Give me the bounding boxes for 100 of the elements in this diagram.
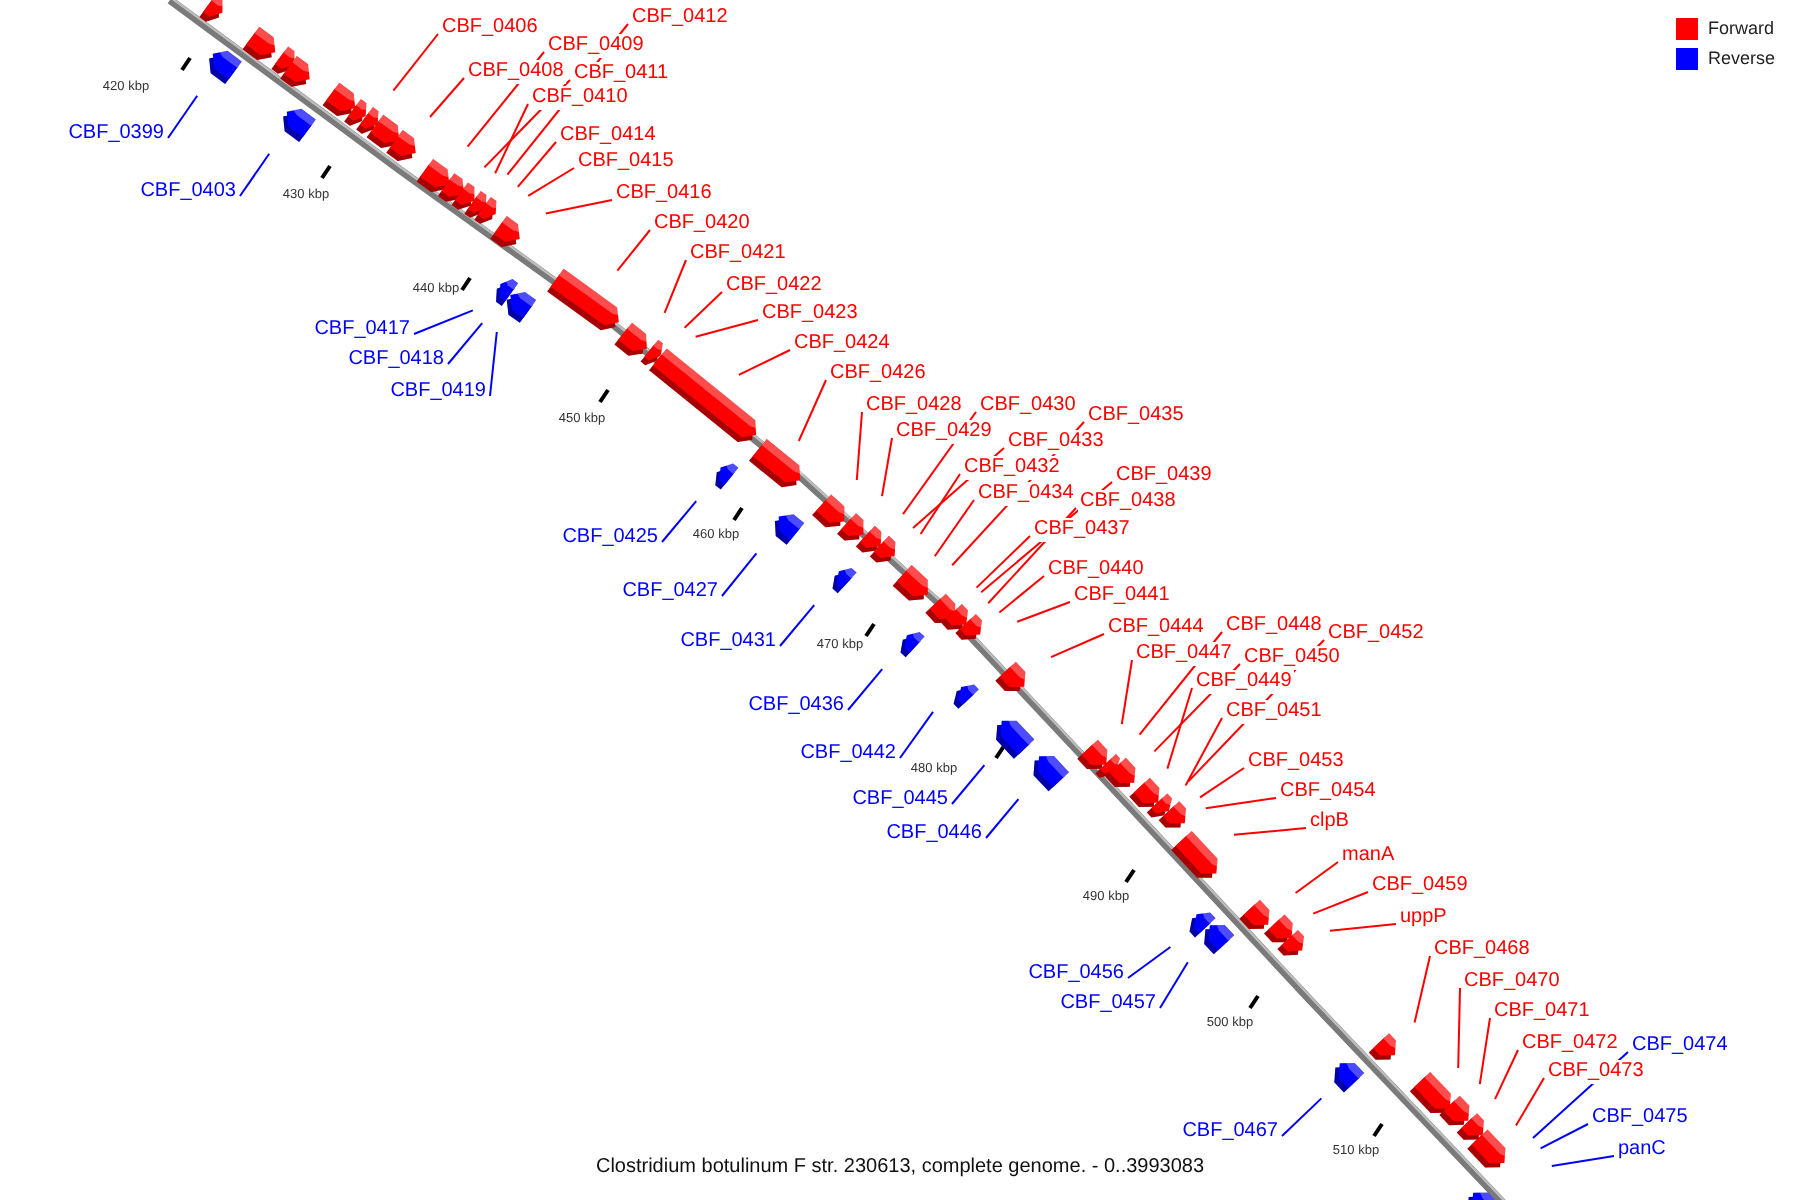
leader-line	[1204, 797, 1277, 810]
leader-line	[694, 319, 759, 338]
gene-label: CBF_0408	[466, 60, 566, 84]
gene-label: CBF_0428	[864, 394, 964, 418]
leader-line	[881, 437, 893, 498]
leader-line	[847, 668, 884, 711]
leader-line	[544, 199, 613, 215]
gene-label: CBF_0444	[1106, 616, 1206, 640]
leader-line	[683, 291, 723, 329]
leader-line	[1199, 767, 1245, 799]
leader-line	[413, 309, 474, 335]
gene-label: CBF_0473	[1546, 1060, 1646, 1084]
gene-label: clpB	[1308, 810, 1351, 834]
gene-label: CBF_0437	[1032, 518, 1132, 542]
gene-label: CBF_0434	[976, 482, 1076, 506]
gene-label: CBF_0474	[1630, 1034, 1730, 1058]
gene-label: CBF_0432	[962, 456, 1062, 480]
leader-line	[1120, 659, 1133, 726]
gene-label: CBF_0421	[688, 242, 788, 266]
gene-label: CBF_0417	[312, 318, 412, 342]
gene-label: panC	[1616, 1138, 1668, 1162]
leader-line	[1312, 891, 1369, 915]
gene-label: CBF_0453	[1246, 750, 1346, 774]
leader-line	[1233, 827, 1307, 836]
leader-line	[899, 710, 934, 759]
leader-line	[1281, 1097, 1323, 1137]
leader-line	[516, 141, 557, 188]
leader-line	[167, 94, 199, 139]
gene-label: CBF_0419	[388, 380, 488, 404]
leader-line	[1329, 923, 1397, 932]
leader-line	[933, 499, 975, 558]
gene-label: CBF_0427	[620, 580, 720, 604]
leader-line	[1494, 1049, 1519, 1101]
leader-line	[951, 764, 986, 805]
leader-line	[447, 322, 484, 365]
leader-line	[1550, 1155, 1615, 1167]
gene-label: CBF_0471	[1492, 1000, 1592, 1024]
gene-label: CBF_0424	[792, 332, 892, 356]
gene-label: CBF_0403	[138, 180, 238, 204]
gene-label: CBF_0438	[1078, 490, 1178, 514]
gene-label: CBF_0423	[760, 302, 860, 326]
gene-label: CBF_0433	[1006, 430, 1106, 454]
gene-label: CBF_0468	[1432, 938, 1532, 962]
gene-label: CBF_0409	[546, 34, 646, 58]
leader-line	[527, 167, 575, 197]
gene-label: CBF_0456	[1026, 962, 1126, 986]
gene-label: CBF_0452	[1326, 622, 1426, 646]
leader-line	[919, 473, 961, 535]
legend-label: Forward	[1708, 18, 1775, 40]
gene-label: CBF_0431	[678, 630, 778, 654]
gene-label: CBF_0445	[850, 788, 950, 812]
gene-label: CBF_0412	[630, 6, 730, 30]
gene-label: CBF_0454	[1278, 780, 1378, 804]
leader-line	[1515, 1077, 1545, 1127]
gene-label: CBF_0448	[1224, 614, 1324, 638]
gene-label: CBF_0459	[1370, 874, 1470, 898]
gene-label: CBF_0410	[530, 86, 630, 110]
gene-label: CBF_0470	[1462, 970, 1562, 994]
gene-label: CBF_0414	[558, 124, 658, 148]
gene-label: CBF_0420	[652, 212, 752, 236]
leader-line	[1184, 717, 1223, 787]
leader-line	[1413, 955, 1431, 1024]
gene-label: CBF_0426	[828, 362, 928, 386]
leader-line	[855, 411, 863, 481]
gene-label: CBF_0418	[346, 348, 446, 372]
gene-label: CBF_0399	[66, 122, 166, 146]
leader-line	[1294, 861, 1339, 894]
leader-line	[616, 229, 651, 272]
leader-line	[429, 77, 465, 118]
gene-label: CBF_0457	[1058, 992, 1158, 1016]
gene-label: CBF_0425	[560, 526, 660, 550]
gene-label: CBF_0422	[724, 274, 824, 298]
leader-line	[737, 349, 791, 376]
leader-line	[661, 500, 698, 543]
leader-line	[1478, 1017, 1491, 1086]
gene-label: CBF_0450	[1242, 646, 1342, 670]
gene-label: CBF_0441	[1072, 584, 1172, 608]
gene-label: CBF_0475	[1590, 1106, 1690, 1130]
gene-label: CBF_0447	[1134, 642, 1234, 666]
leader-line	[975, 535, 1031, 589]
gene-label: CBF_0442	[798, 742, 898, 766]
leader-line	[392, 33, 439, 92]
leader-line	[663, 259, 687, 314]
gene-label: CBF_0451	[1224, 700, 1324, 724]
leader-line	[1016, 601, 1071, 623]
gene-label: CBF_0435	[1086, 404, 1186, 428]
gene-label: uppP	[1398, 906, 1449, 930]
caption: Clostridium botulinum F str. 230613, complete genome. - 0..3993083	[595, 1156, 1205, 1178]
leader-line	[494, 103, 529, 175]
gene-label: CBF_0446	[884, 822, 984, 846]
leader-line	[1166, 687, 1193, 770]
leader-line	[1050, 633, 1105, 659]
gene-label: CBF_0406	[440, 16, 540, 40]
leader-line	[1457, 987, 1461, 1069]
gene-label: CBF_0439	[1114, 464, 1214, 488]
leader-line	[1539, 1123, 1589, 1150]
leader-line	[721, 552, 758, 597]
leader-line	[239, 152, 271, 197]
gene-label: CBF_0415	[576, 150, 676, 174]
gene-label: CBF_0472	[1520, 1032, 1620, 1056]
